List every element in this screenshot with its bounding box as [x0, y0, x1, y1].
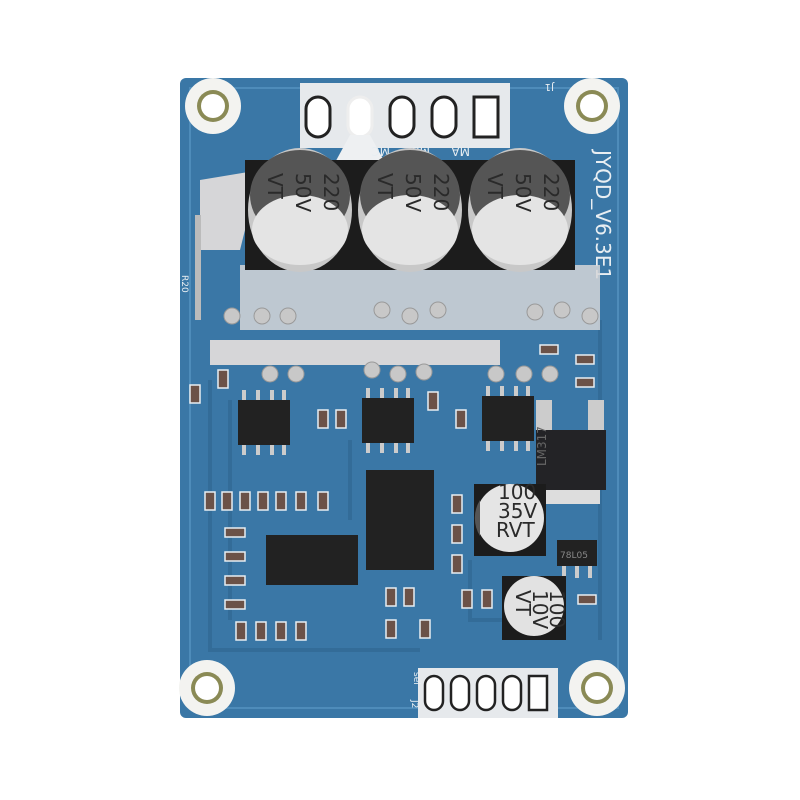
pin-label-mc: MC: [371, 144, 390, 158]
model-label: JYQD_V6.3E1: [591, 148, 615, 280]
capacitor-1: [245, 148, 355, 272]
connector-j2: [418, 668, 558, 718]
capacitor-2: [355, 148, 465, 272]
cap3-series: VT: [483, 173, 507, 200]
lm317-label: LM317: [535, 426, 549, 466]
cap4-voltage: 35V: [498, 499, 537, 523]
solder-pads: [200, 170, 600, 365]
cap3-voltage: 50V: [511, 173, 535, 212]
through-hole-pins: [223, 301, 599, 383]
ic-chips: [238, 396, 534, 585]
resistor-label: R20: [179, 275, 189, 293]
j1-label: J1: [545, 81, 555, 92]
cap2-value: 220: [429, 173, 453, 211]
cap1-series: VT: [263, 173, 287, 200]
mounting-holes: [179, 78, 625, 716]
cap1-voltage: 50V: [291, 173, 315, 212]
cap1-value: 220: [319, 173, 343, 211]
cap2-voltage: 50V: [401, 173, 425, 212]
capacitor-5: [502, 576, 566, 640]
capacitor-3: [465, 148, 575, 272]
capacitor-4: [474, 484, 546, 556]
smd-resistors: [189, 344, 597, 641]
regulator-78l05: [557, 540, 597, 578]
78l05-label: 78L05: [560, 551, 588, 561]
cap5-voltage: 10V: [528, 590, 552, 629]
cap4-series: RVT: [496, 518, 535, 542]
cap4-value: 100: [498, 480, 536, 504]
cap5-value: 100: [545, 590, 569, 628]
cap5-series: VT: [511, 590, 535, 617]
ic-pins: [242, 386, 530, 455]
j2-sel-label: sel: [411, 672, 421, 685]
cap2-series: VT: [373, 173, 397, 200]
regulator-lm317: [536, 400, 606, 504]
cap3-value: 220: [539, 173, 563, 211]
j2-label: J2: [409, 699, 419, 708]
pin-label-ma: MA: [451, 144, 470, 158]
